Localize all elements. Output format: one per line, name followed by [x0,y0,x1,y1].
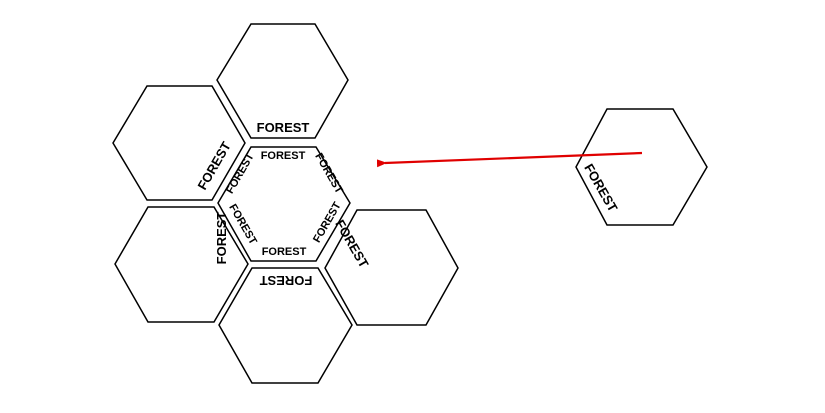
tile-top-edge-label: FOREST [257,120,310,135]
center-label-bottom: FOREST [262,246,307,258]
tile-bottom-edge-label: FOREST [260,273,313,288]
center-label-top: FOREST [261,150,306,162]
hex-tile-lower-right[interactable]: FOREST [324,209,459,326]
placement-arrow [376,151,643,168]
hex-tile-bottom[interactable]: FOREST [218,267,353,384]
hex-tile-loose[interactable]: FOREST [575,108,708,226]
hex-tile-upper-left[interactable]: FOREST [112,85,246,201]
hex-tile-center[interactable]: FOREST FOREST FOREST FOREST FOREST FORES… [217,146,351,262]
hex-tile-top[interactable]: FOREST [216,23,349,139]
tile-lower-left-edge-label: FOREST [214,212,229,265]
hex-tile-lower-left[interactable]: FOREST [114,206,249,323]
